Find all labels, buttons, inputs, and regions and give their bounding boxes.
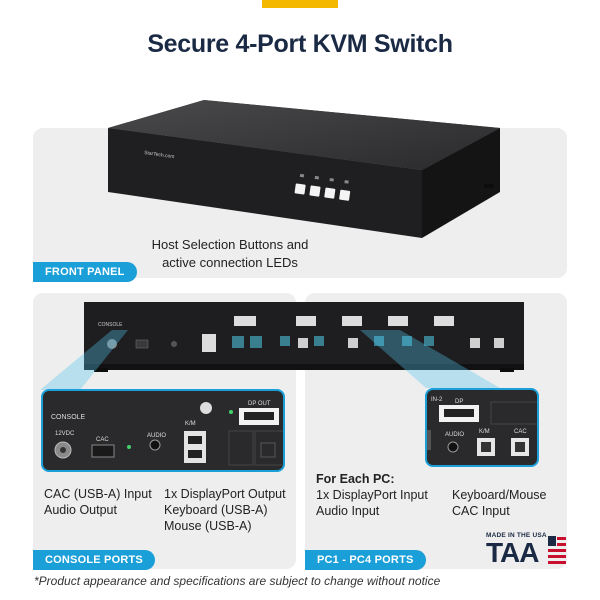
front-panel-caption-line1: Host Selection Buttons and bbox=[151, 237, 309, 252]
pc-heading: For Each PC: bbox=[316, 471, 395, 487]
zoom-label-dp-out: DP OUT bbox=[248, 401, 271, 407]
pc-feature-1: 1x DisplayPort Input bbox=[316, 488, 428, 502]
pc-feature-3: Keyboard/Mouse bbox=[452, 488, 547, 502]
svg-text:CONSOLE: CONSOLE bbox=[98, 322, 123, 328]
console-zoom-panel: CONSOLE 12VDC CAC AUDIO K/M DP OUT bbox=[41, 389, 285, 472]
pc-zoom-panel: IN-2 DP AUDIO K/M CAC bbox=[425, 388, 539, 467]
pc-feature-2: Audio Input bbox=[316, 504, 380, 518]
front-panel-caption-line2: active connection LEDs bbox=[162, 255, 298, 270]
taa-badge-big-text: TAA bbox=[486, 537, 539, 568]
zoom-label-pc-cac: CAC bbox=[514, 429, 527, 435]
svg-text:StarTech.com: StarTech.com bbox=[144, 150, 175, 160]
pc-zoom-beam bbox=[360, 330, 500, 388]
zoom-label-12vdc: 12VDC bbox=[55, 431, 75, 437]
pc-feature-4: CAC Input bbox=[452, 504, 510, 518]
page-title: Secure 4-Port KVM Switch bbox=[147, 30, 453, 58]
front-panel-caption: Host Selection Buttons and active connec… bbox=[135, 236, 325, 272]
console-feature-2: Audio Output bbox=[44, 503, 117, 517]
cac-usb-port-icon bbox=[91, 444, 115, 458]
audio-jack-icon bbox=[149, 439, 161, 451]
pc-ports-tag: PC1 - PC4 PORTS bbox=[305, 550, 426, 570]
zoom-label-km: K/M bbox=[185, 421, 196, 427]
zoom-label-pc-audio: AUDIO bbox=[445, 432, 464, 438]
zoom-label-in2: IN-2 bbox=[431, 397, 443, 403]
zoom-label-pc-km: K/M bbox=[479, 429, 490, 435]
console-zoom-beam bbox=[40, 330, 128, 390]
km-usb-ports-icon bbox=[184, 431, 206, 463]
us-flag-icon bbox=[548, 536, 566, 564]
console-ports-tag: CONSOLE PORTS bbox=[33, 550, 155, 570]
console-col1: CAC (USB-A) Input Audio Output bbox=[44, 486, 152, 518]
console-feature-5: Mouse (USB-A) bbox=[164, 519, 252, 533]
zoom-label-cac: CAC bbox=[96, 437, 109, 443]
taa-badge-small-text: MADE IN THE USA bbox=[486, 532, 547, 539]
pc-col1: 1x DisplayPort Input Audio Input bbox=[316, 487, 428, 519]
zoom-label-console: CONSOLE bbox=[51, 414, 86, 421]
disclaimer-footer: *Product appearance and specifications a… bbox=[34, 574, 441, 588]
console-col2: 1x DisplayPort Output Keyboard (USB-A) M… bbox=[164, 486, 286, 534]
taa-badge: MADE IN THE USA TAA bbox=[486, 532, 568, 568]
console-feature-4: Keyboard (USB-A) bbox=[164, 503, 268, 517]
pc-audio-jack-icon bbox=[447, 441, 459, 453]
console-feature-3: 1x DisplayPort Output bbox=[164, 487, 286, 501]
console-feature-1: CAC (USB-A) Input bbox=[44, 487, 152, 501]
kvm-rear-image: CONSOLE bbox=[84, 302, 524, 372]
pc-col2: Keyboard/Mouse CAC Input bbox=[452, 487, 547, 519]
top-accent-bar bbox=[262, 0, 338, 8]
kvm-front-image: StarTech.com bbox=[108, 100, 500, 238]
front-panel-tag: FRONT PANEL bbox=[33, 262, 137, 282]
zoom-label-audio: AUDIO bbox=[147, 433, 166, 439]
zoom-label-dp: DP bbox=[455, 399, 463, 405]
pc-heading-label: For Each PC: bbox=[316, 472, 395, 486]
